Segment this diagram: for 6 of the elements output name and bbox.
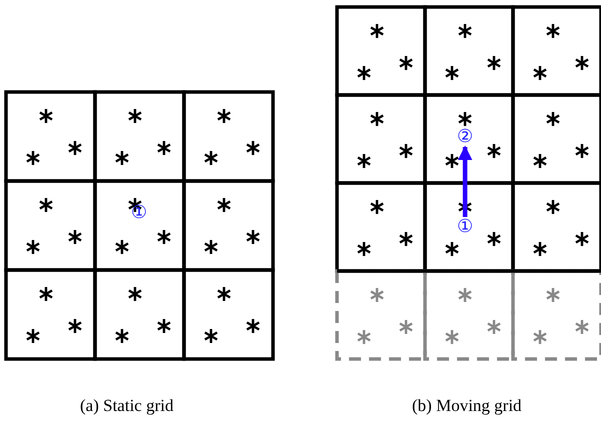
circled-number: ①: [457, 218, 474, 236]
circled-number: ②: [457, 128, 474, 146]
subfigure-caption: (a) Static grid: [80, 397, 174, 414]
arrow: [458, 146, 472, 217]
circled-number: ①: [131, 204, 148, 222]
subfigure-caption: (b) Moving grid: [412, 397, 522, 414]
